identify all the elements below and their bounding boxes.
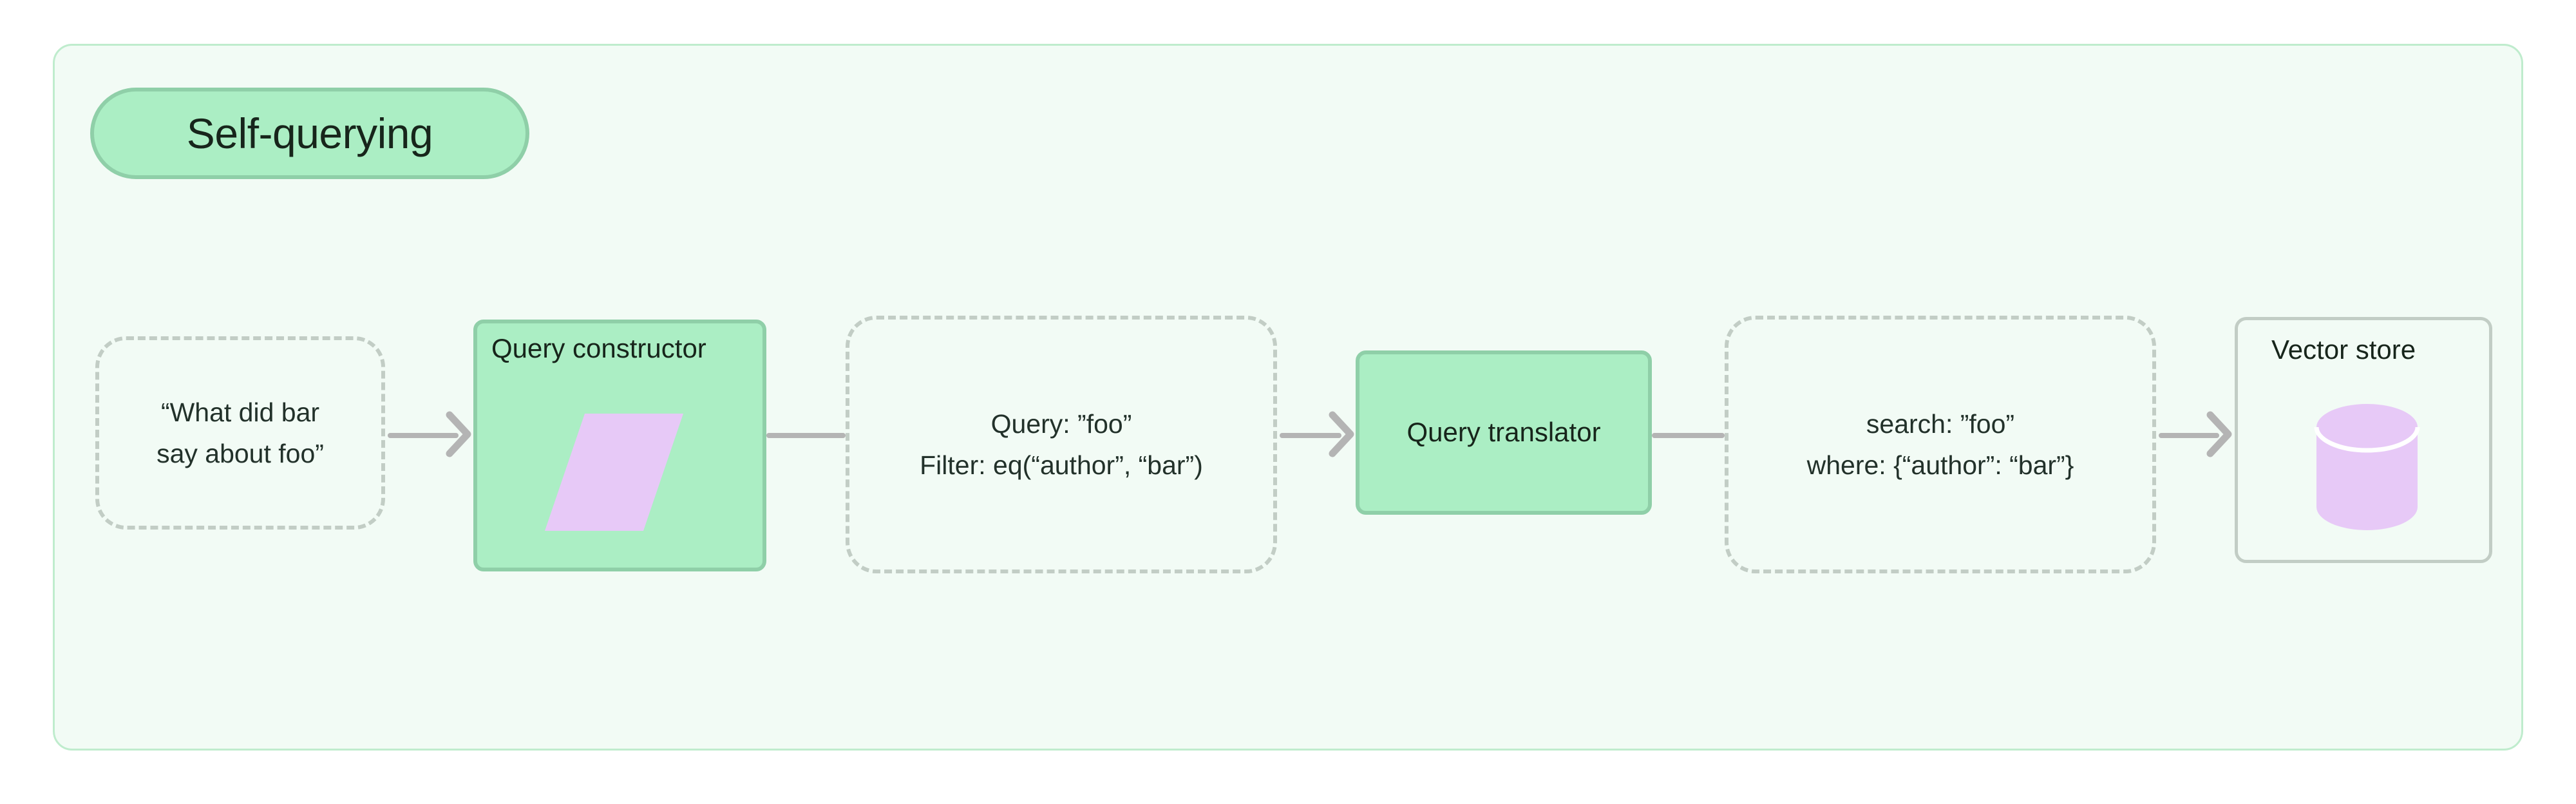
- edge-constructor-to-structured-query: [766, 433, 846, 438]
- structured-query-line-2: Filter: eq(“author”, “bar”): [920, 450, 1203, 480]
- arrowhead-into-query-constructor: [446, 411, 471, 457]
- database-cylinder-icon: [2314, 404, 2420, 530]
- native-query-line-1: search: ”foo”: [1866, 408, 2015, 439]
- query-constructor-label: Query constructor: [491, 333, 706, 363]
- group-title-label: Self-querying: [186, 110, 433, 157]
- node-vector-store[interactable]: Vector store: [2235, 317, 2492, 563]
- arrowhead-into-vector-store: [2206, 411, 2232, 457]
- arrowhead-into-query-translator: [1329, 411, 1354, 457]
- flow-row: “What did bar say about foo” Query const…: [0, 308, 2576, 579]
- node-query-translator[interactable]: Query translator: [1356, 350, 1652, 515]
- structured-query-line-1: Query: ”foo”: [990, 408, 1132, 439]
- user-question-line-2: say about foo”: [156, 439, 324, 468]
- native-query-line-2: where: {“author”: “bar”}: [1806, 450, 2074, 480]
- node-native-query[interactable]: search: ”foo” where: {“author”: “bar”}: [1725, 316, 2156, 573]
- parallelogram-icon: [545, 414, 683, 531]
- edge-native-query-to-vector-store: [2159, 433, 2219, 438]
- user-question-line-1: “What did bar: [160, 397, 320, 427]
- node-structured-query[interactable]: Query: ”foo” Filter: eq(“author”, “bar”): [846, 316, 1277, 573]
- node-user-question[interactable]: “What did bar say about foo”: [95, 336, 385, 530]
- query-translator-label: Query translator: [1406, 417, 1601, 448]
- node-query-constructor[interactable]: Query constructor: [473, 320, 766, 571]
- group-title-pill[interactable]: Self-querying: [90, 88, 529, 179]
- edge-structured-query-to-translator: [1280, 433, 1341, 438]
- vector-store-label: Vector store: [2271, 334, 2416, 365]
- edge-translator-to-native-query: [1652, 433, 1725, 438]
- edge-question-to-constructor: [388, 433, 459, 438]
